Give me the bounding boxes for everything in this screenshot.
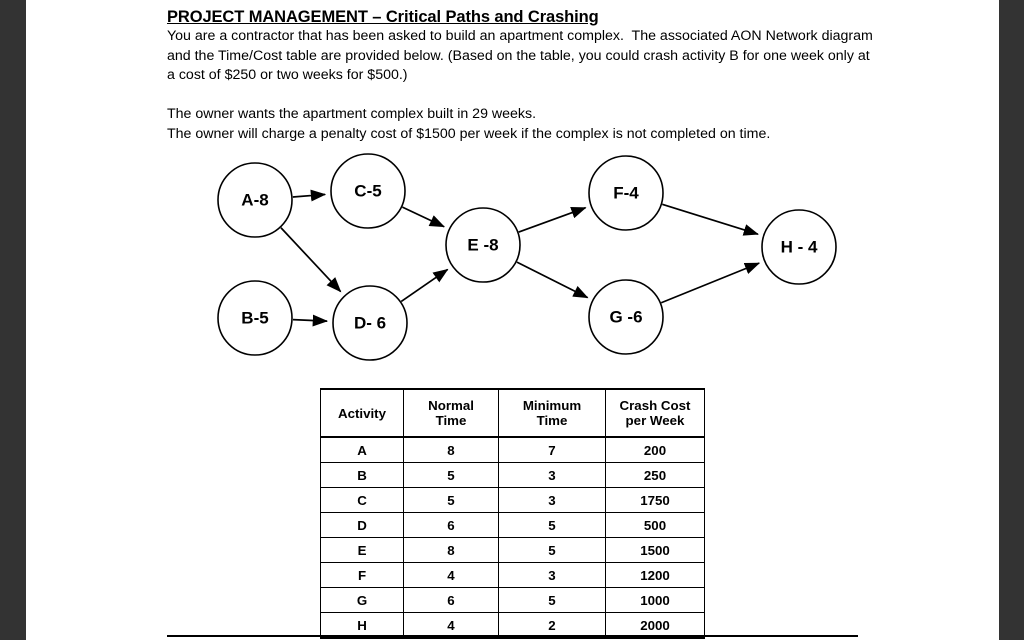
cell-crash-cost: 1200 xyxy=(605,562,705,588)
node-label-h: H - 4 xyxy=(781,237,818,256)
node-a: A-8 xyxy=(217,162,293,238)
cell-minimum-time: 3 xyxy=(498,487,606,513)
right-gutter-band xyxy=(999,0,1024,640)
cell-crash-cost: 250 xyxy=(605,462,705,488)
node-circle-b xyxy=(217,280,293,356)
left-gutter-band xyxy=(0,0,26,640)
cell-minimum-time: 2 xyxy=(498,612,606,639)
edge-g-to-h xyxy=(660,262,761,304)
cell-minimum-time: 3 xyxy=(498,462,606,488)
node-b: B-5 xyxy=(217,280,293,356)
column-header-minimum-time: Minimum Time xyxy=(498,388,606,438)
node-e: E -8 xyxy=(445,207,521,283)
cell-activity: F xyxy=(320,562,404,588)
cell-minimum-time: 3 xyxy=(498,562,606,588)
node-d: D- 6 xyxy=(332,285,408,361)
edge-d-to-e xyxy=(400,268,449,303)
edge-e-to-f xyxy=(518,206,587,233)
cell-crash-cost: 500 xyxy=(605,512,705,538)
edge-a-to-c xyxy=(292,189,327,202)
node-label-g: G -6 xyxy=(609,307,642,326)
cell-activity: B xyxy=(320,462,404,488)
node-circle-g xyxy=(588,279,664,355)
cell-normal-time: 8 xyxy=(403,537,499,563)
node-g: G -6 xyxy=(588,279,664,355)
owner-requirements-paragraph: The owner wants the apartment complex bu… xyxy=(167,106,771,142)
column-header-activity: Activity xyxy=(320,388,404,438)
node-f: F-4 xyxy=(588,155,664,231)
cell-normal-time: 6 xyxy=(403,512,499,538)
cell-crash-cost: 200 xyxy=(605,436,705,463)
cell-activity: A xyxy=(320,436,404,463)
node-label-a: A-8 xyxy=(241,190,268,209)
bottom-rule xyxy=(167,635,858,637)
document-sheet: PROJECT MANAGEMENT – Critical Paths and … xyxy=(26,0,999,640)
cell-activity: G xyxy=(320,587,404,613)
node-label-c: C-5 xyxy=(354,181,381,200)
node-circle-f xyxy=(588,155,664,231)
cell-normal-time: 6 xyxy=(403,587,499,613)
cell-normal-time: 5 xyxy=(403,462,499,488)
node-circle-e xyxy=(445,207,521,283)
cell-minimum-time: 5 xyxy=(498,512,606,538)
edge-a-to-d xyxy=(280,227,342,293)
node-label-e: E -8 xyxy=(467,235,498,254)
column-header-normal-time: Normal Time xyxy=(403,388,499,438)
cell-activity: C xyxy=(320,487,404,513)
cell-minimum-time: 5 xyxy=(498,537,606,563)
node-circle-h xyxy=(761,209,837,285)
node-circle-c xyxy=(330,153,406,229)
node-c: C-5 xyxy=(330,153,406,229)
node-circle-a xyxy=(217,162,293,238)
column-header-crash-cost: Crash Cost per Week xyxy=(605,388,705,438)
edge-c-to-e xyxy=(402,206,446,228)
cell-activity: E xyxy=(320,537,404,563)
page-title: PROJECT MANAGEMENT – Critical Paths and … xyxy=(167,8,599,26)
node-label-f: F-4 xyxy=(613,183,639,202)
cell-normal-time: 4 xyxy=(403,562,499,588)
cell-normal-time: 5 xyxy=(403,487,499,513)
time-cost-table: Activity Normal Time Minimum Time Crash … xyxy=(320,388,705,639)
cell-activity: D xyxy=(320,512,404,538)
table-header-row: Activity Normal Time Minimum Time Crash … xyxy=(320,388,705,438)
cell-crash-cost: 2000 xyxy=(605,612,705,639)
cell-normal-time: 4 xyxy=(403,612,499,639)
cell-crash-cost: 1000 xyxy=(605,587,705,613)
cell-minimum-time: 5 xyxy=(498,587,606,613)
node-label-b: B-5 xyxy=(241,308,268,327)
edge-f-to-h xyxy=(662,203,759,236)
node-h: H - 4 xyxy=(761,209,837,285)
cell-crash-cost: 1500 xyxy=(605,537,705,563)
cell-normal-time: 8 xyxy=(403,436,499,463)
cell-crash-cost: 1750 xyxy=(605,487,705,513)
node-layer: A-8B-5 C-5 D- 6 E -8 F-4 G -6 H - 4 xyxy=(217,153,837,361)
cell-minimum-time: 7 xyxy=(498,436,606,463)
edge-b-to-d xyxy=(292,314,329,327)
node-circle-d xyxy=(332,285,408,361)
edge-layer xyxy=(280,189,761,327)
table-header: Activity Normal Time Minimum Time Crash … xyxy=(320,388,705,438)
intro-paragraph: You are a contractor that has been asked… xyxy=(167,28,877,83)
edge-e-to-g xyxy=(516,261,589,299)
node-label-d: D- 6 xyxy=(354,313,386,332)
